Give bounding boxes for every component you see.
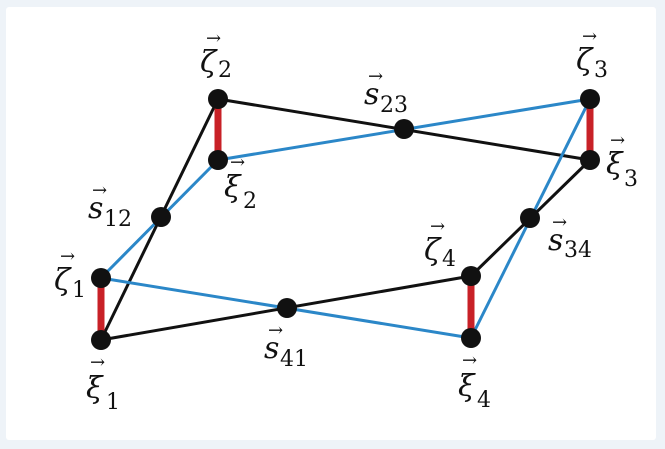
- label-s12-arrow: →: [92, 180, 107, 201]
- label-xi2-sub: 2: [243, 189, 257, 214]
- label-zeta4-sub: 4: [442, 247, 456, 272]
- label-zeta2-symbol: ζ: [200, 45, 218, 80]
- label-zeta4: → ζ 4: [424, 216, 456, 272]
- label-s41-sub: 41: [280, 347, 308, 372]
- label-xi1-sub: 1: [106, 390, 120, 415]
- label-s23-symbol: s: [364, 77, 379, 112]
- node-s34: [520, 208, 540, 228]
- label-xi4-sub: 4: [477, 388, 491, 413]
- label-zeta1: → ζ 1: [54, 246, 86, 303]
- label-zeta4-symbol: ζ: [424, 233, 442, 268]
- node-xi4: [461, 328, 481, 348]
- label-zeta2-sub: 2: [218, 58, 232, 83]
- label-zeta4-arrow: →: [430, 216, 445, 237]
- label-zeta2: → ζ 2: [200, 28, 232, 83]
- label-zeta1-arrow: →: [60, 246, 75, 267]
- node-s12: [151, 207, 171, 227]
- label-zeta2-arrow: →: [206, 28, 221, 49]
- label-xi1-symbol: ξ: [86, 371, 104, 406]
- node-zeta4: [461, 266, 481, 286]
- label-xi2: → ξ 2: [224, 152, 257, 214]
- label-zeta1-sub: 1: [72, 278, 86, 303]
- label-s34-arrow: →: [552, 212, 567, 233]
- node-zeta1: [91, 268, 111, 288]
- label-s34-sub: 34: [564, 238, 592, 263]
- label-zeta3-symbol: ζ: [576, 43, 594, 78]
- label-s34: → s 34: [548, 212, 592, 263]
- label-zeta3: → ζ 3: [576, 26, 608, 83]
- node-xi1: [91, 330, 111, 350]
- label-s12-symbol: s: [88, 191, 103, 226]
- label-s12: → s 12: [88, 180, 132, 232]
- node-s23: [394, 119, 414, 139]
- label-s12-sub: 12: [104, 207, 132, 232]
- label-xi3-arrow: →: [610, 130, 625, 151]
- node-s41: [277, 298, 297, 318]
- label-zeta1-symbol: ζ: [54, 263, 72, 298]
- label-xi1: → ξ 1: [86, 352, 120, 415]
- label-xi4-arrow: →: [462, 350, 477, 371]
- label-xi2-symbol: ξ: [224, 170, 242, 205]
- diagram-panel: → ζ 2 → ξ 2 → s 23 → ζ 3 → ξ 3: [6, 7, 656, 440]
- label-xi4: → ξ 4: [458, 350, 491, 413]
- node-zeta2: [208, 89, 228, 109]
- label-s23-sub: 23: [380, 93, 408, 118]
- label-xi3-symbol: ξ: [606, 147, 624, 182]
- label-xi1-arrow: →: [90, 352, 105, 373]
- label-s41-symbol: s: [264, 331, 279, 366]
- label-xi3: → ξ 3: [606, 130, 638, 192]
- node-xi2: [208, 150, 228, 170]
- diagram-canvas: → ζ 2 → ξ 2 → s 23 → ζ 3 → ξ 3: [54, 26, 638, 415]
- label-xi2-arrow: →: [230, 152, 245, 173]
- label-s23-arrow: →: [368, 66, 383, 87]
- label-xi3-sub: 3: [624, 167, 638, 192]
- label-zeta3-sub: 3: [594, 58, 608, 83]
- node-zeta3: [580, 89, 600, 109]
- node-xi3: [580, 150, 600, 170]
- label-s23: → s 23: [364, 66, 408, 118]
- label-s41: → s 41: [264, 320, 308, 372]
- label-zeta3-arrow: →: [582, 26, 597, 47]
- label-s41-arrow: →: [268, 320, 283, 341]
- label-s34-symbol: s: [548, 223, 563, 258]
- label-xi4-symbol: ξ: [458, 369, 476, 404]
